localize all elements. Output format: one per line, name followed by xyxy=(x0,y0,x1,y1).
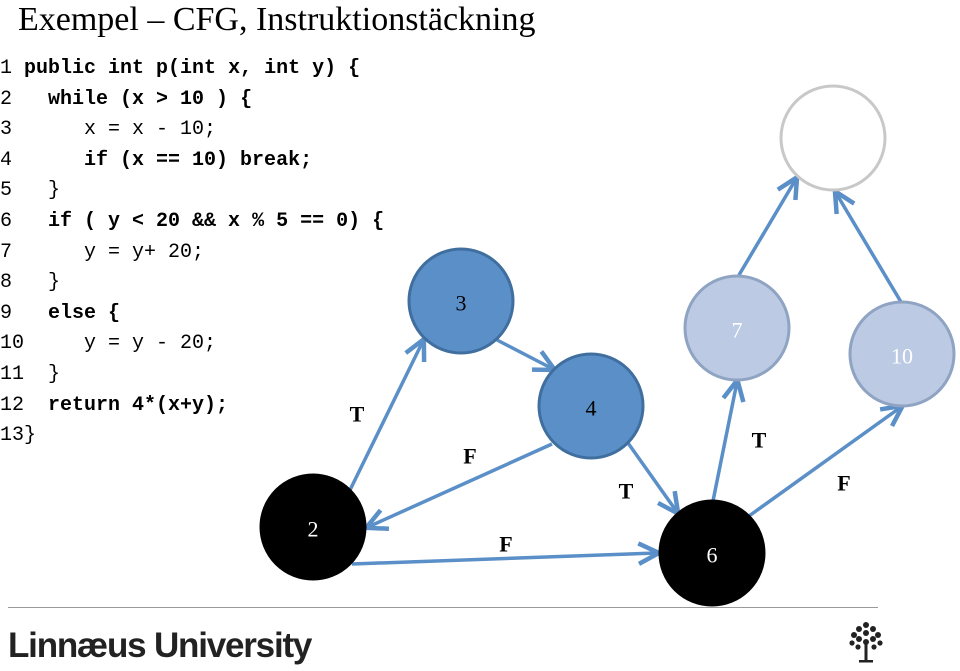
code-line: 13} xyxy=(0,421,384,452)
edge-3-to-4 xyxy=(496,338,553,369)
node-2 xyxy=(259,473,367,581)
line-number: 3 xyxy=(0,118,13,142)
node-label-10: 10 xyxy=(891,344,913,369)
node-label-7: 7 xyxy=(732,318,743,343)
code-text: y = y - 20; xyxy=(84,332,217,356)
edge-label-4-to-2: F xyxy=(463,444,476,469)
line-number: 4 xyxy=(0,148,13,172)
code-line: 5 } xyxy=(0,176,384,207)
node-6 xyxy=(658,499,766,607)
line-number: 5 xyxy=(0,179,13,203)
code-text: y = y+ 20; xyxy=(84,240,205,264)
code-text: } xyxy=(48,362,61,386)
edge-4-to-2 xyxy=(368,442,553,527)
code-line: 7 y = y+ 20; xyxy=(0,238,384,269)
edge-label-6-to-7: T xyxy=(752,428,767,453)
edge-label-2-to-6: F xyxy=(499,532,512,557)
node-label-4: 4 xyxy=(586,396,597,421)
line-number: 2 xyxy=(0,87,13,111)
footer-divider xyxy=(8,607,878,608)
edge-10-to-end xyxy=(836,193,903,303)
code-line: 12 return 4*(x+y); xyxy=(0,391,384,422)
code-listing: 1 public int p(int x, int y) {2 while (x… xyxy=(0,54,384,452)
code-text: x = x - 10; xyxy=(84,118,217,142)
code-line: 2 while (x > 10 ) { xyxy=(0,85,384,116)
edge-6-to-7 xyxy=(711,382,737,502)
code-text: public int p(int x, int y) { xyxy=(24,57,361,80)
code-line: 6 if ( y < 20 && x % 5 == 0) { xyxy=(0,207,384,238)
code-line: 11 } xyxy=(0,360,384,391)
code-line: 1 public int p(int x, int y) { xyxy=(0,54,384,85)
code-text: } xyxy=(48,179,61,203)
line-number: 8 xyxy=(0,271,13,295)
line-number: 9 xyxy=(0,301,13,325)
node-3 xyxy=(407,247,515,355)
node-10 xyxy=(848,300,956,408)
node-label-2: 2 xyxy=(308,517,319,542)
code-line: 8 } xyxy=(0,268,384,299)
edge-2-to-6 xyxy=(351,553,657,564)
university-logo-text: Linnæus University xyxy=(8,626,312,665)
control-flow-graph: 2 3 4 6 7 10 T F T F T F xyxy=(259,84,956,607)
code-text: if (x == 10) break; xyxy=(84,148,313,172)
tree-icon xyxy=(849,622,883,663)
line-number: 10 xyxy=(0,332,25,356)
line-number: 12 xyxy=(0,393,25,417)
edge-label-4-to-6: T xyxy=(619,479,634,504)
line-number: 6 xyxy=(0,209,13,233)
node-label-6: 6 xyxy=(707,543,718,568)
edge-4-to-6 xyxy=(626,441,677,512)
code-line: 9 else { xyxy=(0,299,384,330)
code-text: else { xyxy=(48,301,121,325)
edge-label-6-to-10: F xyxy=(837,471,850,496)
code-text: while (x > 10 ) { xyxy=(48,87,253,111)
code-text: } xyxy=(48,271,61,295)
code-text: if ( y < 20 && x % 5 == 0) { xyxy=(48,209,385,233)
line-number: 13 xyxy=(0,424,25,448)
line-number: 11 xyxy=(0,362,25,386)
line-number: 1 xyxy=(0,57,13,80)
edge-6-to-10 xyxy=(747,407,901,518)
code-line: 4 if (x == 10) break; xyxy=(0,146,384,177)
code-line: 10 y = y - 20; xyxy=(0,329,384,360)
edge-7-to-end xyxy=(737,179,796,276)
edge-2-to-3 xyxy=(348,341,423,491)
page-title: Exempel – CFG, Instruktionstäckning xyxy=(18,1,536,38)
code-text: return 4*(x+y); xyxy=(48,393,229,417)
code-line: 3 x = x - 10; xyxy=(0,115,384,146)
node-7 xyxy=(683,274,791,382)
node-4 xyxy=(537,352,645,460)
edge-label-2-to-3: T xyxy=(350,402,365,427)
node-label-3: 3 xyxy=(456,291,467,316)
code-text: } xyxy=(24,424,37,448)
node-end xyxy=(779,84,887,192)
line-number: 7 xyxy=(0,240,13,264)
